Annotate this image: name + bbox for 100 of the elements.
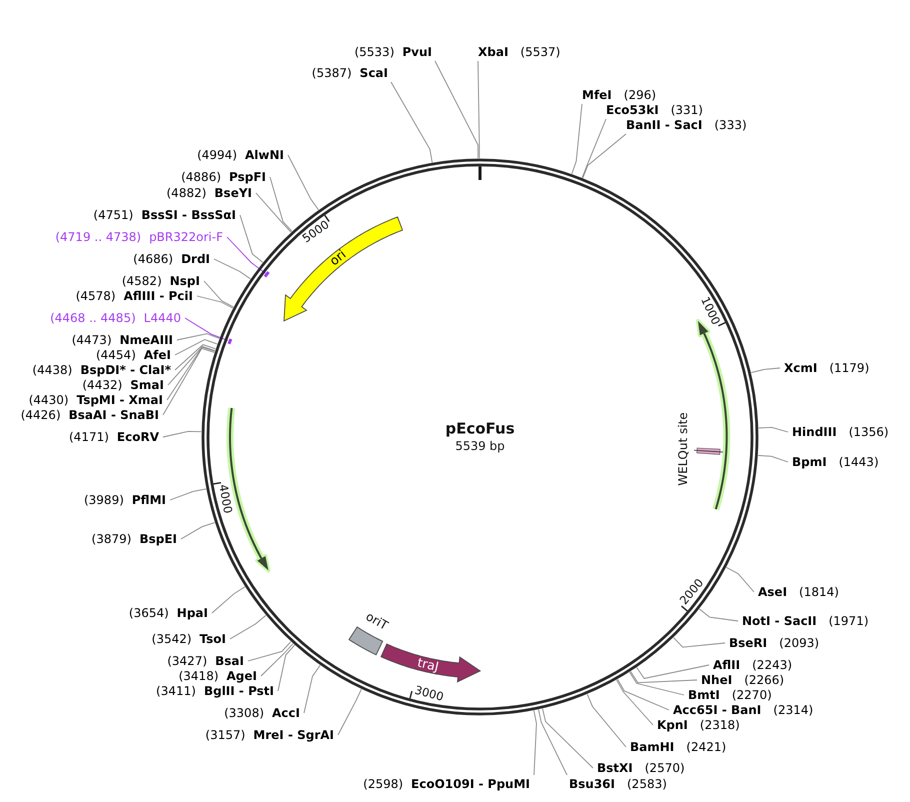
cut-site-label: (3989) PflMI [84,493,166,507]
leader-line [617,678,670,710]
cut-site-label: BstXI (2570) [597,761,685,775]
leader-line [248,641,292,662]
leader-line [184,318,228,341]
leader-line [390,82,433,163]
leader-line [196,296,234,309]
leader-line [758,427,788,432]
leader-line [180,522,216,540]
cut-site-label: (4171) EcoRV [69,430,159,444]
cut-site-label: BseRI (2093) [729,636,820,650]
cut-site-label: BpmI (1443) [792,455,879,469]
cut-site-label: (3308) AccI [224,706,300,720]
feature-label: oriT [364,610,390,632]
cut-site-label: (3427) BsaI [167,654,244,668]
leader-line [750,368,780,373]
cut-site-label: Bsu36I (2583) [569,777,667,791]
feature-label: WELQut site [676,412,689,486]
feature-label: traJ [416,656,440,674]
cut-site-label: (5533) PvuI [354,45,432,59]
leader-line [212,586,246,614]
cut-site-label: XbaI (5537) [478,45,560,59]
cut-site-label: (4582) NspI [122,274,200,288]
cut-site-label: Eco53kI (331) [606,103,703,117]
cut-site-label: (3411) BglII - PstI [156,684,274,698]
leader-line [582,118,606,178]
leader-line [586,694,626,748]
cut-site-label: NheI (2266) [701,673,784,687]
cut-site-label: (3418) AgeI [178,669,257,683]
leader-line [176,333,220,340]
leader-line [240,214,264,263]
leader-line [571,104,582,174]
cut-site-label: (4426) BsaAI - SnaBI [20,408,159,422]
leader-line [673,637,726,648]
cut-site-label: BanII - SacI (333) [626,118,747,132]
cut-site-label: KpnI (2318) [657,718,740,732]
leader-line [162,431,202,438]
plasmid-name: pEcoFus [445,422,515,436]
cut-site-label: (3157) MreI - SgrAI [205,728,334,742]
leader-line [630,671,698,684]
leader-line [174,344,216,370]
cut-site-label: (4751) BssSI - BssSαI [93,208,236,222]
cut-site-label: AseI (1814) [758,585,839,599]
leader-line [168,346,216,386]
cut-site-label: (3542) TsoI [152,632,226,646]
leader-line [542,708,594,768]
leader-line [434,60,479,159]
cut-site-label: (3654) HpaI [128,606,208,620]
cut-site-label: Acc65I - BanI (2314) [673,703,814,717]
leader-line [162,348,215,416]
feature-label: ori [328,248,349,268]
leader-line [170,488,207,500]
cut-site-label: MfeI (296) [582,88,656,102]
cut-site-label: (4438) BspDI* - ClaI* [32,363,171,377]
scale-label: 1000 [698,295,722,327]
cut-site-label: (4886) PspFI [181,170,266,184]
sequence-length: 5539 bp [455,440,505,452]
leader-line [270,176,292,232]
leader-line [214,258,251,280]
cut-site-label: (4454) AfeI [96,348,171,362]
cut-site-label: NotI - SacII (1971) [742,614,869,628]
leader-line [230,614,266,640]
leader-line [538,709,568,776]
leader-line [758,454,788,462]
scale-label: 3000 [412,685,444,704]
leader-line [288,154,319,210]
leader-line [304,664,321,714]
cut-site-label: (4994) AlwNI [197,148,284,162]
cut-site-label: (4430) TspMI - XmaI [28,393,163,407]
cut-site-label: AflII (2243) [713,658,792,672]
primer-label: (4468 .. 4485) L4440 [50,311,181,325]
leader-line [478,60,480,159]
cut-site-label: (4882) BseYI [166,186,252,200]
leader-line [338,688,362,736]
leader-line [616,680,654,726]
cut-site-label: (4686) DrdI [133,252,210,266]
leader-line [256,192,292,233]
cut-site-label: XcmI (1179) [784,361,870,375]
leader-line [698,608,738,622]
cut-site-label: (3879) BspEI [92,532,177,546]
leader-line [204,280,234,308]
cut-site-label: (4473) NmeAIII [72,333,173,347]
cut-site-label: (5387) ScaI [312,66,388,80]
primer-label: (4719 .. 4738) pBR322ori-F [55,230,223,244]
leader-line [726,566,754,592]
leader-line [533,710,537,776]
leader-line [636,664,710,679]
leader-line [278,644,296,692]
leader-line [629,672,684,696]
cut-site-label: (2598) EcoO109I - PpuMI [363,777,530,791]
leader-line [582,134,626,178]
cut-site-label: (4432) SmaI [82,378,164,392]
leader-line [174,339,218,356]
cut-site-label: BamHI (2421) [630,740,726,754]
scale-label: 4000 [216,484,234,515]
leader-line [226,236,266,274]
cut-site-label: HindIII (1356) [792,425,889,439]
cut-site-label: (4578) AflIII - PciI [76,289,193,303]
cut-site-label: BmtI (2270) [688,688,772,702]
leader-line [166,346,216,400]
